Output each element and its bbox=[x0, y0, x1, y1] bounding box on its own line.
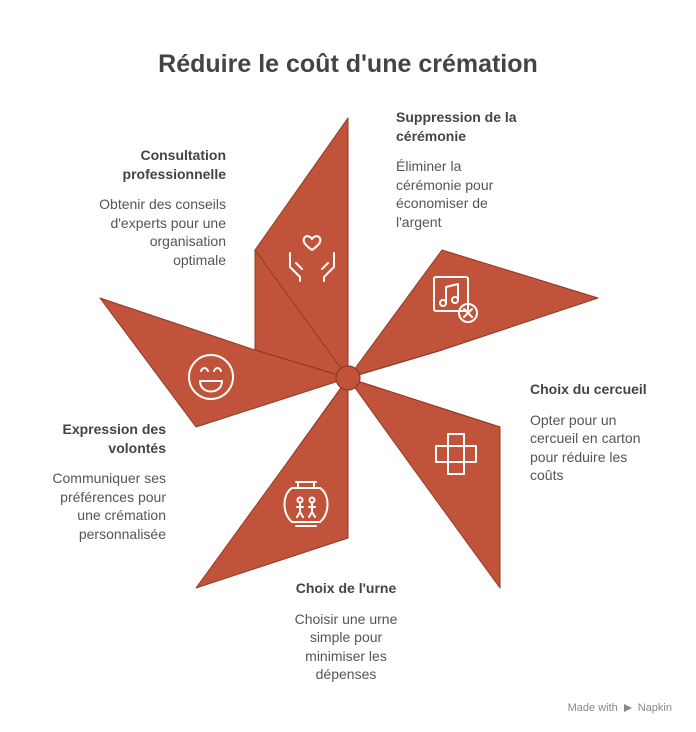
item-urne-title: Choix de l'urne bbox=[295, 580, 397, 596]
item-urne: Choix de l'urne Choisir une urne simple … bbox=[266, 579, 426, 684]
item-volontes: Expression des volontés Communiquer ses … bbox=[14, 420, 166, 543]
helping-hands-heart-icon bbox=[289, 235, 335, 282]
item-consultation-desc: Obtenir des conseils d'experts pour une … bbox=[99, 196, 226, 268]
item-volontes-title: Expression des volontés bbox=[62, 421, 167, 456]
napkin-brand-label: Napkin bbox=[637, 702, 672, 714]
item-consultation-title: Consultation professionnelle bbox=[122, 147, 226, 182]
blade-volontes bbox=[99, 297, 349, 428]
item-suppression-desc: Éliminer la cérémonie pour économiser de… bbox=[396, 158, 494, 230]
cross-box-icon bbox=[435, 433, 477, 475]
napkin-logo-icon bbox=[623, 704, 632, 712]
smiley-face-icon bbox=[188, 354, 234, 400]
item-cercueil: Choix du cercueil Opter pour un cercueil… bbox=[530, 380, 690, 485]
item-cercueil-desc: Opter pour un cercueil en carton pour ré… bbox=[530, 411, 641, 484]
pinwheel-hub bbox=[335, 365, 361, 391]
made-with-footer: Made with Napkin bbox=[568, 702, 672, 714]
item-urne-desc: Choisir une urne simple pour minimiser l… bbox=[294, 610, 398, 683]
made-with-label: Made with bbox=[567, 702, 618, 714]
blade-cercueil bbox=[347, 377, 501, 589]
item-consultation: Consultation professionnelle Obtenir des… bbox=[60, 146, 226, 269]
urn-icon bbox=[283, 481, 329, 527]
item-suppression: Suppression de la cérémonie Éliminer la … bbox=[396, 108, 566, 231]
item-volontes-desc: Communiquer ses préférences pour une cré… bbox=[52, 470, 166, 542]
blade-suppression bbox=[347, 249, 599, 379]
blade-consultation bbox=[254, 117, 349, 379]
diagram-title: Réduire le coût d'une crémation bbox=[158, 50, 538, 78]
item-cercueil-title: Choix du cercueil bbox=[530, 381, 647, 397]
item-suppression-title: Suppression de la cérémonie bbox=[396, 109, 517, 144]
music-note-cancel-icon bbox=[433, 276, 478, 323]
blade-urne bbox=[195, 377, 349, 589]
